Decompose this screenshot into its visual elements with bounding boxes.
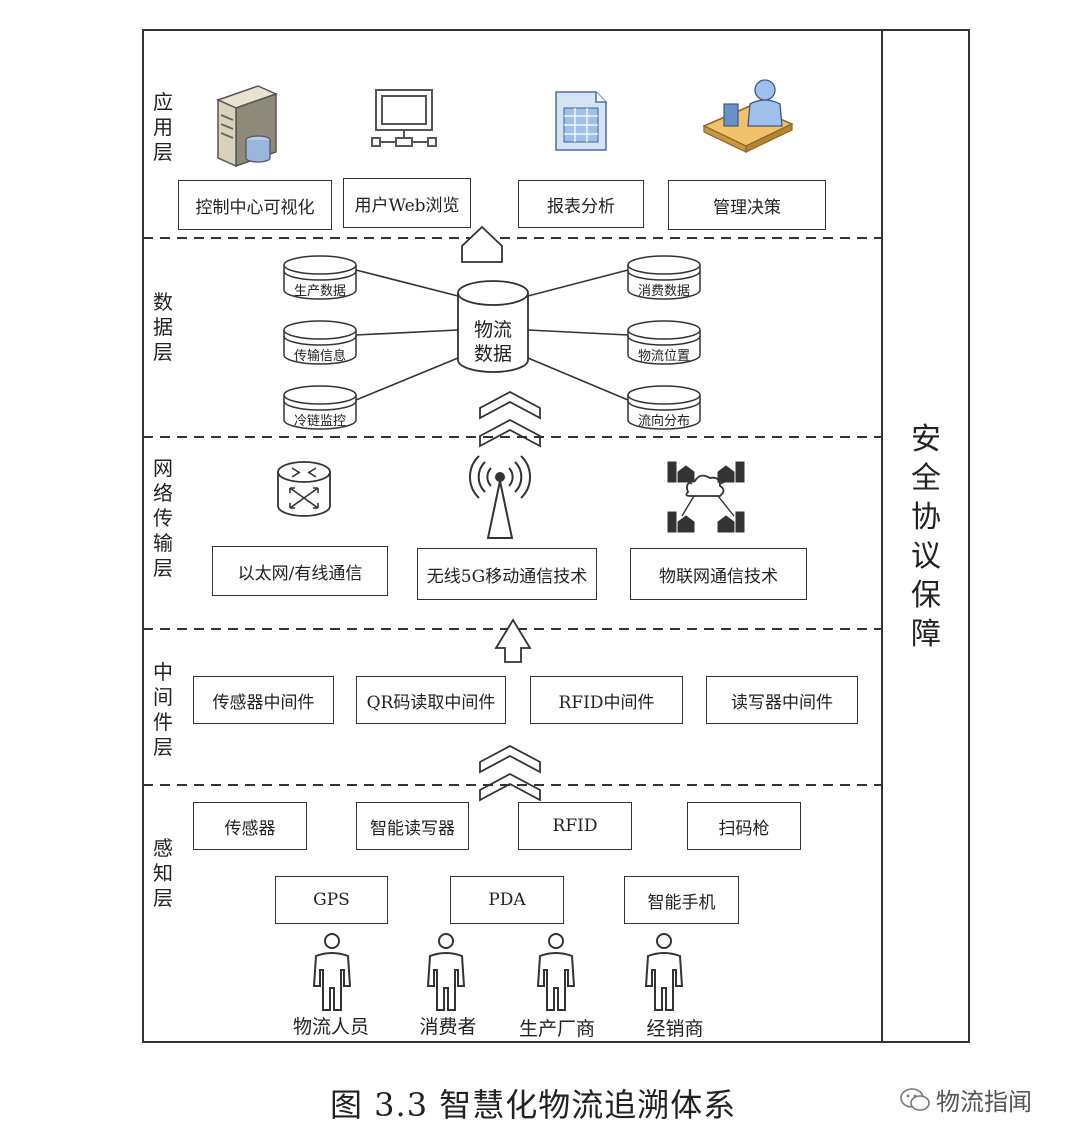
- people-icons: [312, 933, 684, 1011]
- app-box-web-browse: 用户Web浏览: [343, 178, 471, 228]
- chat-bubble-icon: [900, 1087, 930, 1111]
- perception-box-pda: PDA: [450, 876, 564, 924]
- database-cylinder: [627, 255, 701, 300]
- database-cylinder: [283, 320, 357, 365]
- layer-label-middleware: 中 间 件 层: [153, 660, 173, 759]
- network-box-iot: 物联网通信技术: [630, 548, 807, 600]
- layer-label-perception: 感 知 层: [153, 836, 173, 910]
- person-icon: [426, 933, 466, 1011]
- data-connectors: [355, 269, 629, 401]
- app-box-control-center: 控制中心可视化: [178, 180, 332, 230]
- person-label: 物流人员: [292, 1016, 369, 1038]
- database-right: [627, 255, 701, 430]
- app-box-management-decision: 管理决策: [668, 180, 826, 230]
- network-box-5g: 无线5G移动通信技术: [417, 548, 597, 600]
- arrow-up-app: [461, 225, 503, 263]
- database-label: 物流位置: [637, 349, 690, 364]
- server-icon: [215, 85, 279, 168]
- person-label: 生产厂商: [518, 1018, 595, 1040]
- person-icon: [312, 933, 352, 1011]
- network-box-ethernet: 以太网/有线通信: [212, 546, 388, 596]
- router-icon: [277, 461, 331, 517]
- app-box-report-analysis: 报表分析: [518, 180, 644, 228]
- figure-caption: 图 3.3 智慧化物流追溯体系: [330, 1086, 737, 1124]
- person-icon: [536, 933, 576, 1011]
- database-cylinder: [283, 255, 357, 300]
- iot-network-icon: [667, 461, 745, 533]
- database-left: [283, 255, 357, 430]
- layer-label-network: 网 络 传 输 层: [153, 456, 173, 580]
- middleware-box-sensor: 传感器中间件: [193, 676, 334, 724]
- perception-box-smart-reader: 智能读写器: [356, 802, 469, 850]
- database-cylinder: [627, 320, 701, 365]
- perception-box-gps: GPS: [275, 876, 388, 924]
- person-label: 消费者: [419, 1016, 477, 1038]
- database-cylinder: [627, 385, 701, 430]
- layer-label-data: 数 据 层: [153, 290, 173, 364]
- double-chevron-up-middleware: [479, 744, 541, 802]
- person-label: 经销商: [646, 1018, 704, 1040]
- database-cylinder: [283, 385, 357, 430]
- database-label: 冷链监控: [293, 414, 346, 429]
- database-label: 生产数据: [293, 284, 346, 299]
- watermark: 物流指闻: [900, 1082, 1032, 1117]
- database-label: 传输信息: [293, 349, 346, 364]
- outer-frame: [142, 29, 970, 1043]
- middleware-box-qr: QR码读取中间件: [356, 676, 506, 724]
- antenna-tower-icon: [469, 455, 531, 539]
- perception-box-smartphone: 智能手机: [624, 876, 739, 924]
- security-protocol-label: 安 全 协 议 保 障: [911, 422, 941, 652]
- database-label: 消费数据: [637, 284, 690, 299]
- perception-box-rfid: RFID: [518, 802, 632, 850]
- center-database-label: 物流 数据: [473, 319, 512, 365]
- manager-desk-icon: [702, 79, 794, 153]
- layer-separators: [143, 237, 882, 786]
- spreadsheet-icon: [555, 91, 607, 151]
- person-icon: [644, 933, 684, 1011]
- watermark-text: 物流指闻: [936, 1088, 1032, 1116]
- layer-label-application: 应 用 层: [153, 90, 173, 164]
- database-label: 流向分布: [637, 414, 690, 429]
- perception-box-sensor: 传感器: [193, 802, 307, 850]
- center-database-cylinder: [457, 280, 529, 373]
- middleware-box-rfid: RFID中间件: [530, 676, 683, 724]
- workstation-icon: [371, 89, 437, 147]
- perception-box-scanner: 扫码枪: [687, 802, 801, 850]
- arrow-up-network: [494, 618, 532, 663]
- middleware-box-reader: 读写器中间件: [706, 676, 858, 724]
- double-chevron-up-data: [479, 390, 541, 448]
